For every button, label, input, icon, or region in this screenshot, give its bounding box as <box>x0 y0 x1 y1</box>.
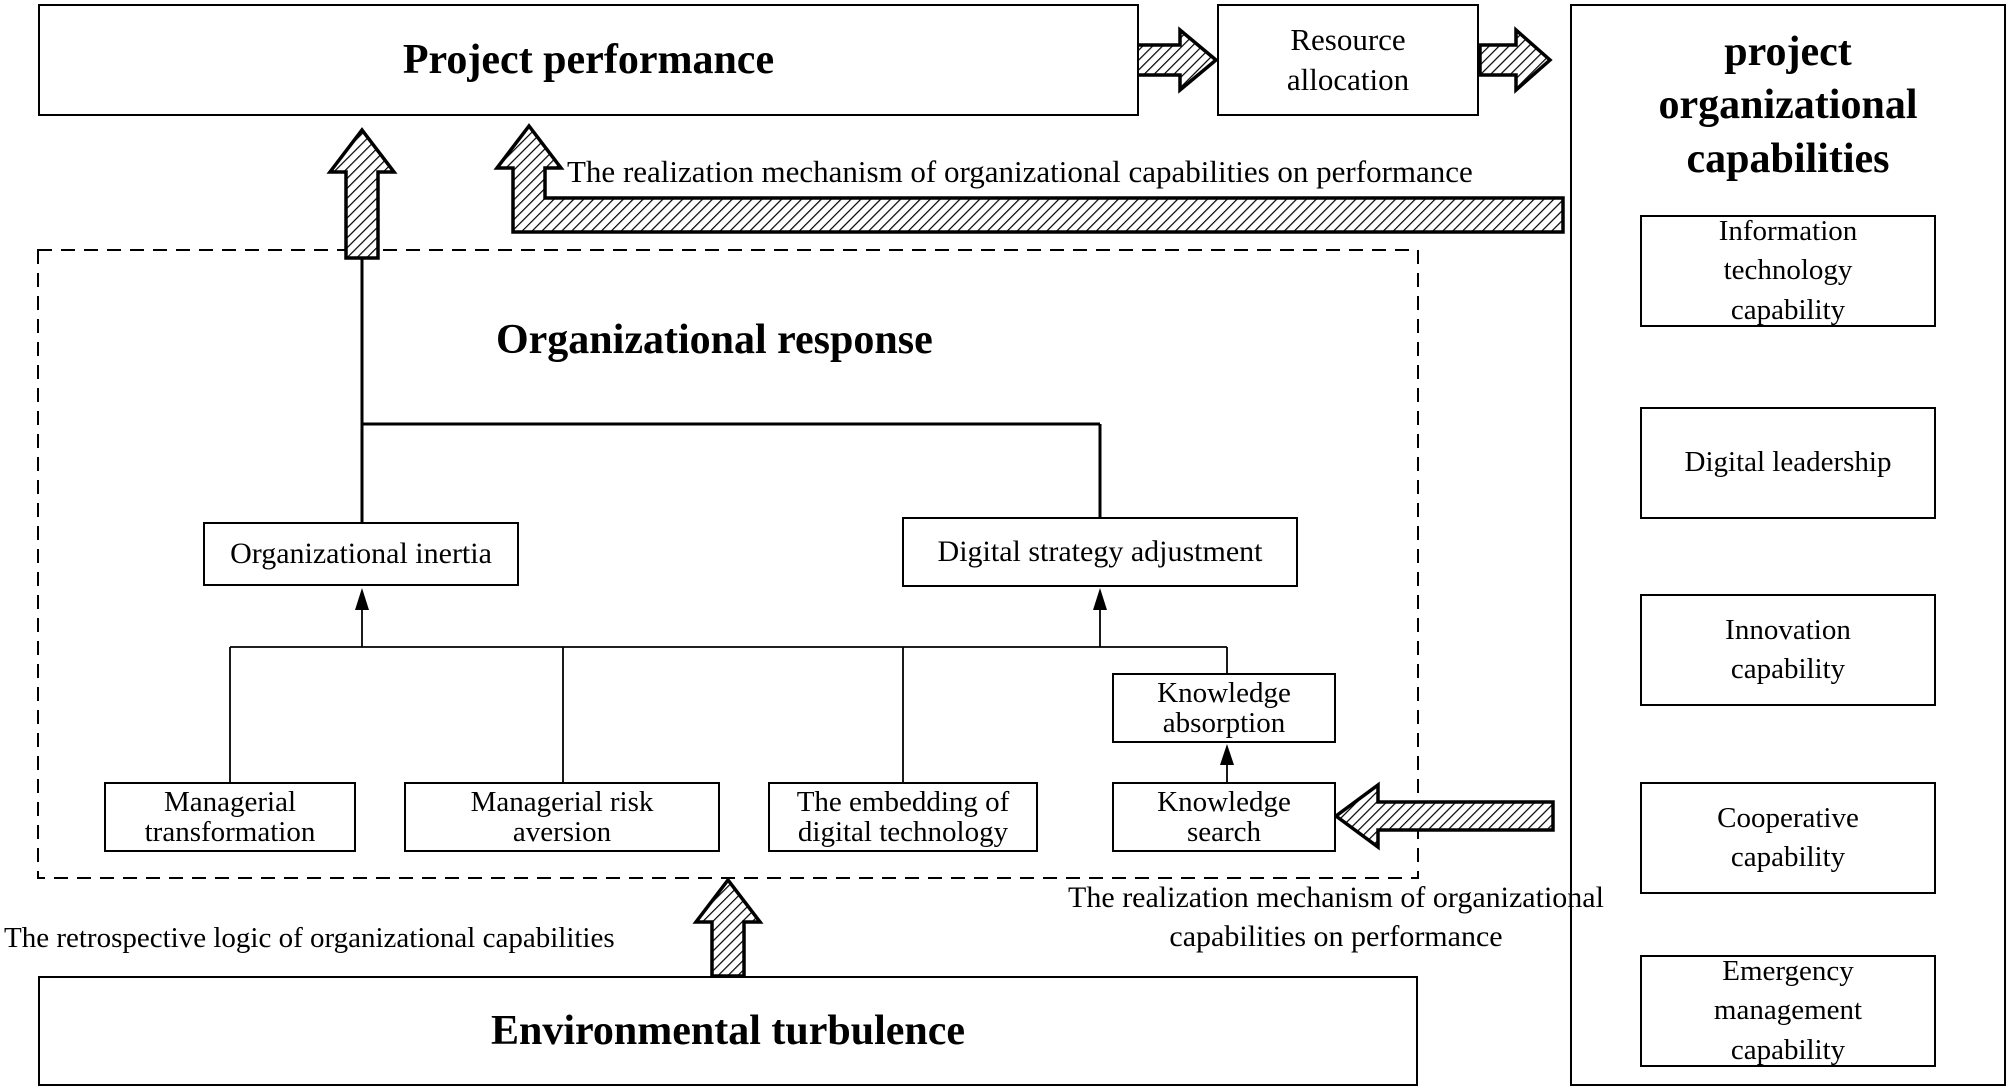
factor-box-digital-technology: The embedding of digital technology <box>768 782 1038 852</box>
factor-label: Managerial transformation <box>144 785 316 848</box>
organizational-inertia-label: Organizational inertia <box>230 537 492 571</box>
capabilities-panel-title: project organizational capabilities <box>1658 29 1918 182</box>
arrowhead-to-absorption <box>1220 744 1234 765</box>
resource-allocation-label: Resource allocation <box>1286 21 1410 97</box>
organizational-inertia-box: Organizational inertia <box>203 522 519 586</box>
project-performance-box: Project performance <box>38 4 1139 116</box>
environmental-turbulence-label: Environmental turbulence <box>490 1008 966 1054</box>
arrow-turbulence-to-response <box>692 877 764 978</box>
digital-strategy-label: Digital strategy adjustment <box>937 535 1263 569</box>
capability-label: Innovation capability <box>1725 613 1851 685</box>
factor-box-knowledge-search: Knowledge search <box>1112 782 1336 852</box>
capability-box-emergency: Emergency management capability <box>1640 955 1936 1067</box>
retrospective-label: The retrospective logic of organizationa… <box>4 922 615 954</box>
environmental-turbulence-box: Environmental turbulence <box>38 976 1418 1086</box>
capability-box-it: Information technology capability <box>1640 215 1936 327</box>
arrow-mechanism-bottom <box>1333 781 1555 851</box>
capability-box-leadership: Digital leadership <box>1640 407 1936 519</box>
mechanism-label-top: The realization mechanism of organizatio… <box>567 154 1473 189</box>
capability-label: Information technology capability <box>1718 215 1858 326</box>
capability-label: Cooperative capability <box>1717 801 1859 873</box>
knowledge-absorption-box: Knowledge absorption <box>1112 673 1336 743</box>
capability-label: Emergency management capability <box>1713 955 1863 1066</box>
factor-label: The embedding of digital technology <box>796 785 1010 848</box>
resource-allocation-box: Resource allocation <box>1217 4 1479 116</box>
arrowhead-to-inertia <box>355 588 369 610</box>
organizational-response-title: Organizational response <box>496 317 933 363</box>
arrowhead-to-strategy <box>1093 588 1107 610</box>
factor-box-managerial-transformation: Managerial transformation <box>104 782 356 852</box>
factor-label: Knowledge search <box>1157 785 1291 848</box>
project-performance-label: Project performance <box>402 37 775 83</box>
arrow-response-to-performance <box>326 127 398 260</box>
mechanism-label-bottom: The realization mechanism of organizatio… <box>1068 881 1604 953</box>
arrow-mechanism-top <box>493 123 1565 234</box>
arrow-to-capabilities <box>1478 26 1553 94</box>
knowledge-absorption-label: Knowledge absorption <box>1157 676 1291 739</box>
digital-strategy-box: Digital strategy adjustment <box>902 517 1298 587</box>
capabilities-panel: project organizational capabilities <box>1570 4 2006 1086</box>
factor-label: Managerial risk aversion <box>470 785 654 848</box>
capability-box-innovation: Innovation capability <box>1640 594 1936 706</box>
arrow-to-resource-allocation <box>1134 26 1219 94</box>
factor-box-risk-aversion: Managerial risk aversion <box>404 782 720 852</box>
capability-box-cooperative: Cooperative capability <box>1640 782 1936 894</box>
capability-label: Digital leadership <box>1684 446 1892 479</box>
